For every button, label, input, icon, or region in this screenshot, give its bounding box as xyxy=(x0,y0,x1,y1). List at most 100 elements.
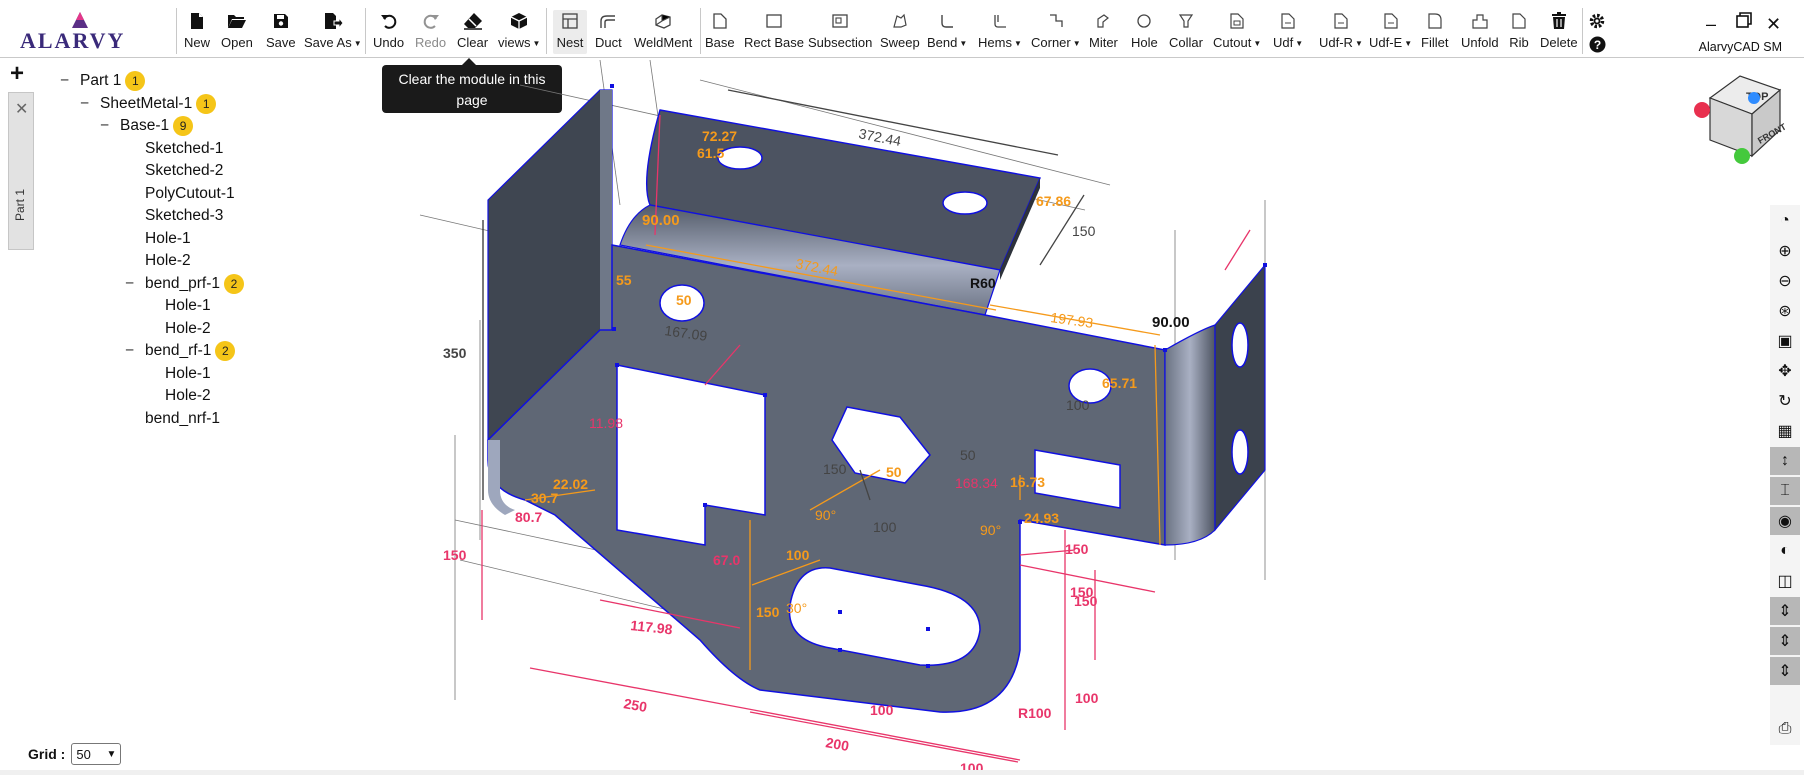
scroll-button-3[interactable]: ⇕ xyxy=(1770,657,1800,685)
rotate-view-button[interactable]: ◔ xyxy=(1770,207,1800,235)
dim-150c: 150 xyxy=(1070,584,1094,600)
pan-button[interactable]: ✥ xyxy=(1770,357,1800,385)
contrast-button[interactable]: ◐ xyxy=(1770,537,1800,565)
miter-button[interactable]: Miter xyxy=(1089,10,1118,54)
rib-button[interactable]: Rib xyxy=(1508,10,1530,54)
visibility-button[interactable]: ◉ xyxy=(1770,507,1800,535)
section-button[interactable]: ◫ xyxy=(1770,567,1800,595)
hole-right xyxy=(1068,368,1112,404)
dim-22: 22.02 xyxy=(553,476,588,492)
new-file-icon xyxy=(186,10,208,32)
udf-dropdown[interactable]: Udf▼ xyxy=(1273,10,1303,54)
fillet-button[interactable]: Fillet xyxy=(1421,10,1448,54)
camera-icon: ⎙ xyxy=(1778,720,1792,737)
tree-item-label: Base-1 xyxy=(120,117,170,134)
save-button[interactable]: Save xyxy=(266,10,296,54)
tree-item[interactable]: Sketched-1 xyxy=(125,138,223,160)
tree-item[interactable]: Hole-2 xyxy=(145,385,211,407)
collapse-toggle-icon[interactable]: − xyxy=(100,117,110,134)
screenshot-button[interactable]: ⎙ xyxy=(1770,715,1800,743)
undo-button[interactable]: Undo xyxy=(373,10,404,54)
cutout-dropdown[interactable]: Cutout▼ xyxy=(1213,10,1261,54)
scroll-button-2[interactable]: ⇕ xyxy=(1770,627,1800,655)
collapse-toggle-icon[interactable]: − xyxy=(60,72,70,89)
model-viewport[interactable]: 372.44 372.44 150 67.86 R60 197.93 90.00… xyxy=(0,58,1804,773)
zoom-window-button[interactable]: ▣ xyxy=(1770,327,1800,355)
tree-item[interactable]: Hole-2 xyxy=(145,318,211,340)
corner-dropdown[interactable]: Corner▼ xyxy=(1031,10,1081,54)
nest-label: Nest xyxy=(556,35,584,50)
hole-button[interactable]: Hole xyxy=(1131,10,1158,54)
collapse-toggle-icon[interactable]: − xyxy=(80,94,90,112)
close-window-button[interactable]: ✕ xyxy=(1766,14,1782,34)
chevron-down-icon: ▼ xyxy=(1253,39,1262,48)
base-button[interactable]: Base xyxy=(705,10,735,54)
weldment-button[interactable]: WeldMent xyxy=(634,10,692,54)
sweep-button[interactable]: Sweep xyxy=(880,10,920,54)
count-badge: 9 xyxy=(173,116,194,136)
rect-base-label: Rect Base xyxy=(744,35,804,50)
tree-item[interactable]: Hole-2 xyxy=(125,250,191,272)
grid-toggle-button[interactable]: ▦ xyxy=(1770,417,1800,445)
vertical-fit-button[interactable]: ↕ xyxy=(1770,447,1800,475)
dim-angle-left: 90.00 xyxy=(642,212,680,229)
tree-item[interactable]: Hole-1 xyxy=(145,363,211,385)
views-dropdown[interactable]: views▼ xyxy=(498,10,540,54)
refresh-button[interactable]: ↻ xyxy=(1770,387,1800,415)
udf-e-icon xyxy=(1380,10,1402,32)
dimension-toggle-button[interactable]: ⌶ xyxy=(1770,477,1800,505)
cube-icon xyxy=(508,10,530,32)
udf-e-dropdown[interactable]: Udf-E▼ xyxy=(1369,10,1412,54)
obround-cutout xyxy=(788,567,981,666)
subsection-button[interactable]: Subsection xyxy=(808,10,872,54)
bend-label: Bend xyxy=(927,35,958,50)
settings-button[interactable] xyxy=(1588,12,1606,35)
zoom-in-button[interactable]: ⊕ xyxy=(1770,237,1800,265)
tree-item[interactable]: PolyCutout-1 xyxy=(125,183,235,205)
duct-button[interactable]: Duct xyxy=(595,10,622,54)
maximize-button[interactable] xyxy=(1736,12,1752,33)
open-button[interactable]: Open xyxy=(221,10,253,54)
clear-button[interactable]: Clear xyxy=(457,10,488,54)
unfold-button[interactable]: Unfold xyxy=(1461,10,1499,54)
nest-button[interactable]: Nest xyxy=(553,10,587,54)
bend-dropdown[interactable]: Bend▼ xyxy=(927,10,967,54)
dim-100f: 100 xyxy=(1075,690,1099,706)
part-tab[interactable]: ✕ Part 1 xyxy=(8,92,34,250)
duct-label: Duct xyxy=(595,35,622,50)
tree-item[interactable]: Sketched-2 xyxy=(125,160,223,182)
udf-r-dropdown[interactable]: Udf-R▼ xyxy=(1319,10,1363,54)
folder-open-icon xyxy=(226,10,248,32)
rect-base-icon xyxy=(763,10,785,32)
add-part-button[interactable]: + xyxy=(10,60,25,87)
view-cube[interactable]: TOP FRONT xyxy=(1690,68,1790,168)
new-button[interactable]: New xyxy=(184,10,210,54)
rect-base-button[interactable]: Rect Base xyxy=(744,10,804,54)
base-icon xyxy=(709,10,731,32)
collapse-toggle-icon[interactable]: − xyxy=(125,274,135,292)
dim-100d: 100 xyxy=(786,547,810,563)
zoom-out-button[interactable]: ⊖ xyxy=(1770,267,1800,295)
tree-item[interactable]: Sketched-3 xyxy=(125,205,223,227)
delete-button[interactable]: Delete xyxy=(1540,10,1578,54)
collapse-toggle-icon[interactable]: − xyxy=(125,342,135,359)
tree-item[interactable]: Hole-1 xyxy=(145,295,211,317)
grid-select[interactable]: 50 ▼ xyxy=(71,743,122,765)
redo-button[interactable]: Redo xyxy=(415,10,446,54)
hems-dropdown[interactable]: Hems▼ xyxy=(978,10,1022,54)
save-as-button[interactable]: Save As▼ xyxy=(304,10,362,54)
help-button[interactable]: ? xyxy=(1589,36,1606,58)
collar-button[interactable]: Collar xyxy=(1169,10,1203,54)
close-icon[interactable]: ✕ xyxy=(15,101,29,118)
collar-icon xyxy=(1175,10,1197,32)
minimize-button[interactable]: – xyxy=(1706,14,1717,34)
tree-item[interactable]: Hole-1 xyxy=(125,228,191,250)
tree-item[interactable]: bend_nrf-1 xyxy=(125,408,220,430)
scroll-button-1[interactable]: ⇕ xyxy=(1770,597,1800,625)
zoom-fit-button[interactable]: ⊛ xyxy=(1770,297,1800,325)
